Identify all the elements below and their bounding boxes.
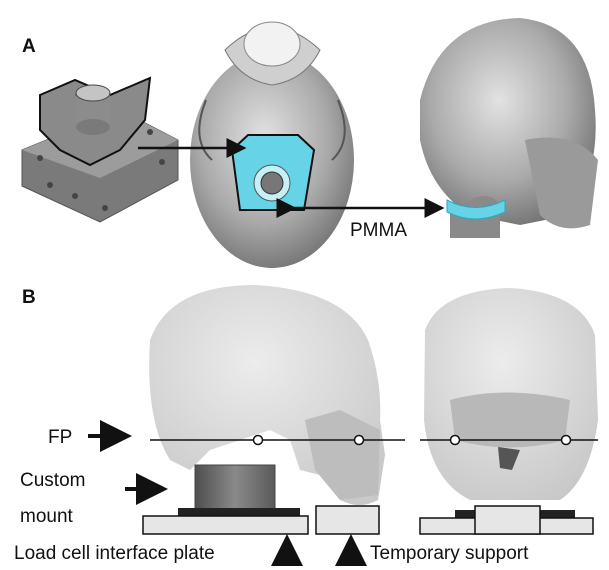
panel-a-label: A [22,36,36,58]
fp-point [355,436,364,445]
skull-inferior-view [190,22,354,268]
temporary-support-label: Temporary support [370,543,528,565]
fp-label: FP [48,427,72,449]
load-cell-plate-label: Load cell interface plate [14,543,215,565]
fp-point [254,436,263,445]
custom-mount-label-2: mount [20,506,73,528]
skull-frontal-b [424,288,598,500]
load-cell-plate-lateral [143,516,308,534]
fp-point [562,436,571,445]
custom-mount [195,465,275,513]
temporary-support-frontal [475,506,540,534]
skull-lateral-view [420,18,598,238]
pmma-label: PMMA [350,220,407,242]
panel-b-label: B [22,287,36,309]
custom-mount-label-1: Custom [20,470,85,492]
temporary-support-lateral [316,506,379,534]
custom-mount-3d [22,78,178,222]
fp-point [451,436,460,445]
